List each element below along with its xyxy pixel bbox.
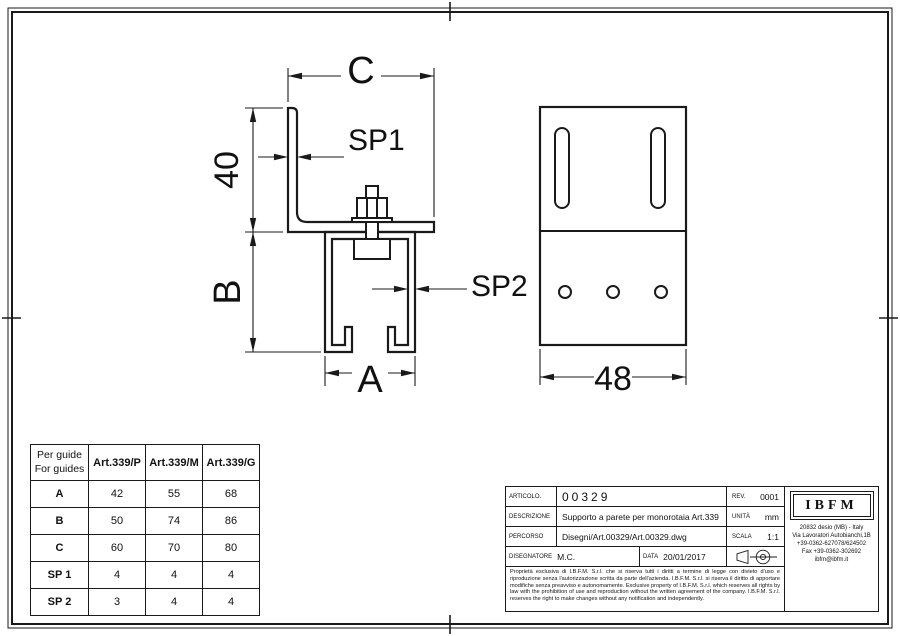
table-row-c: C 60 70 80: [30, 534, 260, 562]
row-label: B: [30, 507, 89, 535]
table-value: 4: [88, 561, 146, 589]
articolo-label: ARTICOLO.: [506, 487, 557, 506]
unita-cell: UNITÀ mm: [727, 507, 784, 526]
dimension-arrows: [249, 72, 686, 381]
table-row-a: A 42 55 68: [30, 480, 260, 508]
scala-cell: SCALA 1:1: [727, 527, 784, 546]
col-header-art339g: Art.339/G: [202, 444, 260, 481]
header-per-guide-en: For guides: [34, 462, 85, 475]
bolt-thread-tip: [365, 185, 379, 199]
legal-notice: Proprietà esclusiva di I.B.F.M. S.r.l. c…: [510, 569, 780, 603]
first-angle-projection-icon: [736, 549, 777, 564]
row-label: A: [30, 480, 89, 508]
rev-cell: REV. 0001: [727, 487, 784, 506]
scala-value: 1:1: [767, 531, 779, 542]
hanger-bolt: [351, 185, 393, 260]
slot-right: [650, 127, 666, 209]
unita-label: UNITÀ: [732, 513, 750, 520]
company-panel: IBFM 20832 desio (MB) - Italy Via Lavora…: [784, 487, 878, 611]
title-block-fields: ARTICOLO. 00329 REV. 0001 DESCRIZIONE Su…: [506, 487, 784, 611]
table-header-row: Per guide For guides Art.339/P Art.339/M…: [30, 444, 260, 481]
row-label: SP 2: [30, 588, 89, 616]
table-value: 3: [88, 588, 146, 616]
slot-left: [554, 127, 570, 209]
descrizione-value: Supporto a parete per monorotaia Art.339: [557, 507, 727, 526]
table-value: 74: [145, 507, 203, 535]
rev-value: 0001: [760, 491, 779, 502]
dim-label-b: B: [207, 279, 249, 304]
ibfm-logo-text: IBFM: [792, 494, 871, 517]
header-per-guide-it: Per guide: [37, 448, 82, 461]
row-label: SP 1: [30, 561, 89, 589]
percorso-value: Disegni/Art.00329/Art.00329.dwg: [557, 527, 727, 546]
row-descrizione: DESCRIZIONE Supporto a parete per monoro…: [506, 507, 784, 527]
scala-label: SCALA: [732, 533, 752, 540]
dim-label-sp1: SP1: [348, 124, 405, 157]
hole-right: [654, 285, 668, 299]
header-per-guide: Per guide For guides: [30, 444, 89, 481]
col-header-art339m: Art.339/M: [145, 444, 203, 481]
table-value: 4: [202, 588, 260, 616]
disegnatore-cell: DISEGNATORE M.C.: [506, 547, 640, 566]
disegnatore-label: DISEGNATORE: [509, 553, 553, 560]
table-value: 68: [202, 480, 260, 508]
dimension-labels: C SP1 40 B SP2 A 48: [207, 50, 632, 401]
address-line: Via Lavoratori Autobianchi,1B: [792, 533, 871, 540]
dimension-lines: [245, 68, 687, 386]
table-value: 50: [88, 507, 146, 535]
address-line: 20832 desio (MB) - Italy: [799, 525, 864, 531]
ibfm-logo: IBFM: [789, 491, 874, 520]
company-address: 20832 desio (MB) - Italy Via Lavoratori …: [792, 524, 871, 564]
table-value: 86: [202, 507, 260, 535]
hole-center: [606, 285, 620, 299]
percorso-label: PERCORSO: [506, 527, 557, 546]
table-row-b: B 50 74 86: [30, 507, 260, 535]
table-value: 4: [145, 588, 203, 616]
front-view: [538, 105, 688, 347]
dim-label-40: 40: [208, 151, 246, 189]
row-articolo: ARTICOLO. 00329 REV. 0001: [506, 487, 784, 507]
row-disegnatore: DISEGNATORE M.C. DATA 20/01/2017: [506, 547, 784, 567]
data-label: DATA: [643, 553, 659, 560]
dim-label-c: C: [347, 50, 374, 92]
table-value: 42: [88, 480, 146, 508]
address-line: +39-0362-627078/624502: [796, 541, 867, 548]
table-value: 60: [88, 534, 146, 562]
table-value: 70: [145, 534, 203, 562]
c-rail-profile: [323, 230, 417, 354]
guide-size-table: Per guide For guides Art.339/P Art.339/M…: [30, 444, 260, 616]
dim-label-a: A: [357, 359, 383, 401]
data-cell: DATA 20/01/2017: [640, 547, 727, 566]
title-block: ARTICOLO. 00329 REV. 0001 DESCRIZIONE Su…: [505, 486, 879, 612]
table-row-sp2: SP 2 3 4 4: [30, 588, 260, 616]
projection-symbol-cell: [727, 547, 784, 566]
disegnatore-value: M.C.: [557, 551, 576, 562]
dim-label-48: 48: [594, 360, 632, 398]
unita-value: mm: [764, 511, 779, 522]
col-header-art339p: Art.339/P: [88, 444, 146, 481]
address-line: ibfm@ibfm.it: [814, 557, 849, 564]
bolt-head: [353, 238, 391, 260]
table-value: 4: [145, 561, 203, 589]
dim-label-sp2: SP2: [471, 270, 528, 303]
articolo-value: 00329: [557, 487, 727, 506]
hole-left: [558, 285, 572, 299]
table-value: 80: [202, 534, 260, 562]
l-bracket-outline: [286, 106, 436, 234]
table-value: 55: [145, 480, 203, 508]
row-percorso: PERCORSO Disegni/Art.00329/Art.00329.dwg…: [506, 527, 784, 547]
address-line: Fax +39-0362-302692: [801, 549, 862, 556]
rev-label: REV.: [732, 493, 746, 500]
wall-plate-outline: [538, 105, 688, 347]
row-label: C: [30, 534, 89, 562]
descrizione-label: DESCRIZIONE: [506, 507, 557, 526]
data-value: 20/01/2017: [663, 551, 706, 562]
table-row-sp1: SP 1 4 4 4: [30, 561, 260, 589]
hex-nut: [356, 197, 388, 219]
side-view: [286, 106, 436, 354]
table-value: 4: [202, 561, 260, 589]
